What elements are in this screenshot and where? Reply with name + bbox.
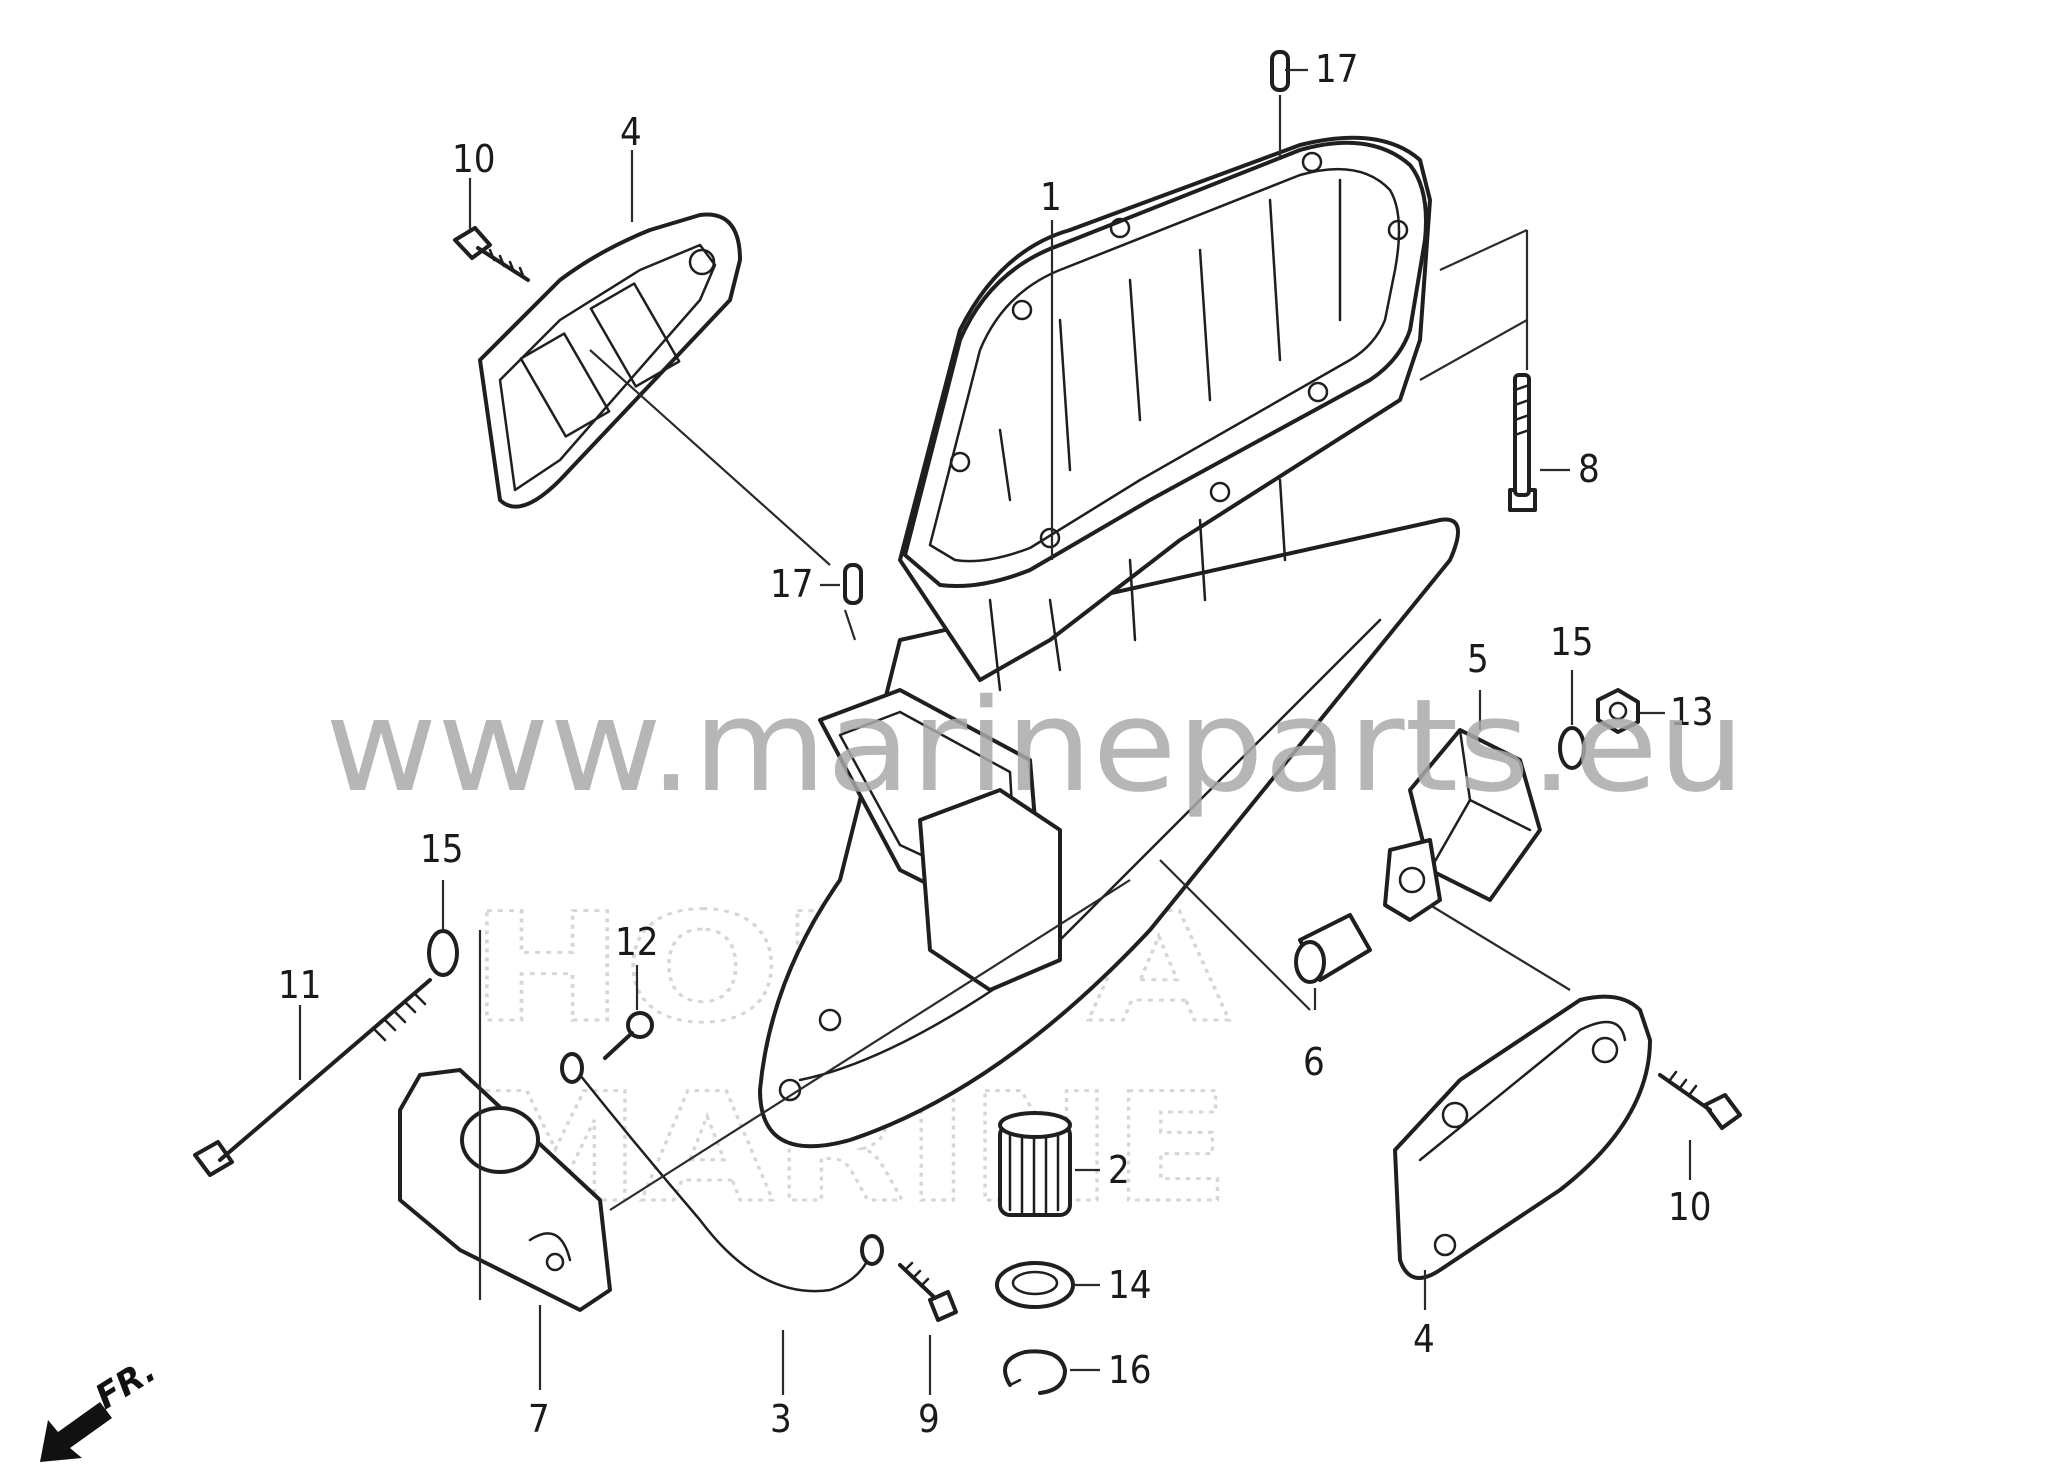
part-17-dowel-pins <box>843 50 1290 605</box>
callout-4-upper: 4 <box>620 110 642 154</box>
callout-10-lower: 10 <box>1668 1185 1712 1229</box>
callout-11: 11 <box>278 963 322 1007</box>
part-8-bolt <box>1508 373 1537 512</box>
callout-labels: 1 2 3 4 4 5 6 7 8 9 10 10 11 12 13 14 15… <box>278 47 1714 1441</box>
arrow-icon <box>40 1402 112 1462</box>
part-1-oil-case <box>758 135 1460 1149</box>
callout-14: 14 <box>1108 1263 1152 1307</box>
part-12-screw <box>603 1011 654 1060</box>
callout-17-mid: 17 <box>770 562 814 606</box>
part-15-washers <box>427 726 1586 977</box>
callout-13: 13 <box>1670 690 1714 734</box>
part-10-bolt-upper <box>453 226 530 282</box>
callout-12: 12 <box>615 920 659 964</box>
callout-1: 1 <box>1040 175 1062 219</box>
part-4-plate-upper <box>478 212 742 509</box>
callout-15-right: 15 <box>1550 620 1594 664</box>
callout-4-lower: 4 <box>1413 1317 1435 1361</box>
leader-lines <box>298 68 1692 1395</box>
callout-10-upper: 10 <box>452 137 496 181</box>
part-6-collar <box>1294 913 1372 984</box>
site-watermark: www.marineparts.eu <box>325 672 1745 821</box>
part-4-plate-lower <box>1393 994 1652 1280</box>
part-16-snap-ring <box>1003 1349 1067 1395</box>
callout-17-top: 17 <box>1315 47 1359 91</box>
part-13-nut <box>1596 688 1640 734</box>
callout-2: 2 <box>1108 1148 1130 1192</box>
part-5-mount-rubber <box>1383 728 1542 922</box>
callout-15-left: 15 <box>420 827 464 871</box>
part-11-long-bolt <box>193 978 432 1177</box>
part-2-needle-bearing <box>998 1111 1072 1217</box>
part-3-ground-cable <box>560 1052 884 1293</box>
callout-5: 5 <box>1467 637 1489 681</box>
callout-8: 8 <box>1578 447 1600 491</box>
callout-6: 6 <box>1303 1040 1325 1084</box>
front-direction-indicator: FR. <box>40 1350 163 1462</box>
callout-9: 9 <box>918 1397 940 1441</box>
callout-3: 3 <box>770 1397 792 1441</box>
part-14-oil-seal <box>995 1261 1075 1309</box>
part-9-screw <box>898 1261 958 1322</box>
part-10-bolt-lower <box>1658 1070 1742 1130</box>
callout-7: 7 <box>528 1397 550 1441</box>
callout-16: 16 <box>1108 1348 1152 1392</box>
